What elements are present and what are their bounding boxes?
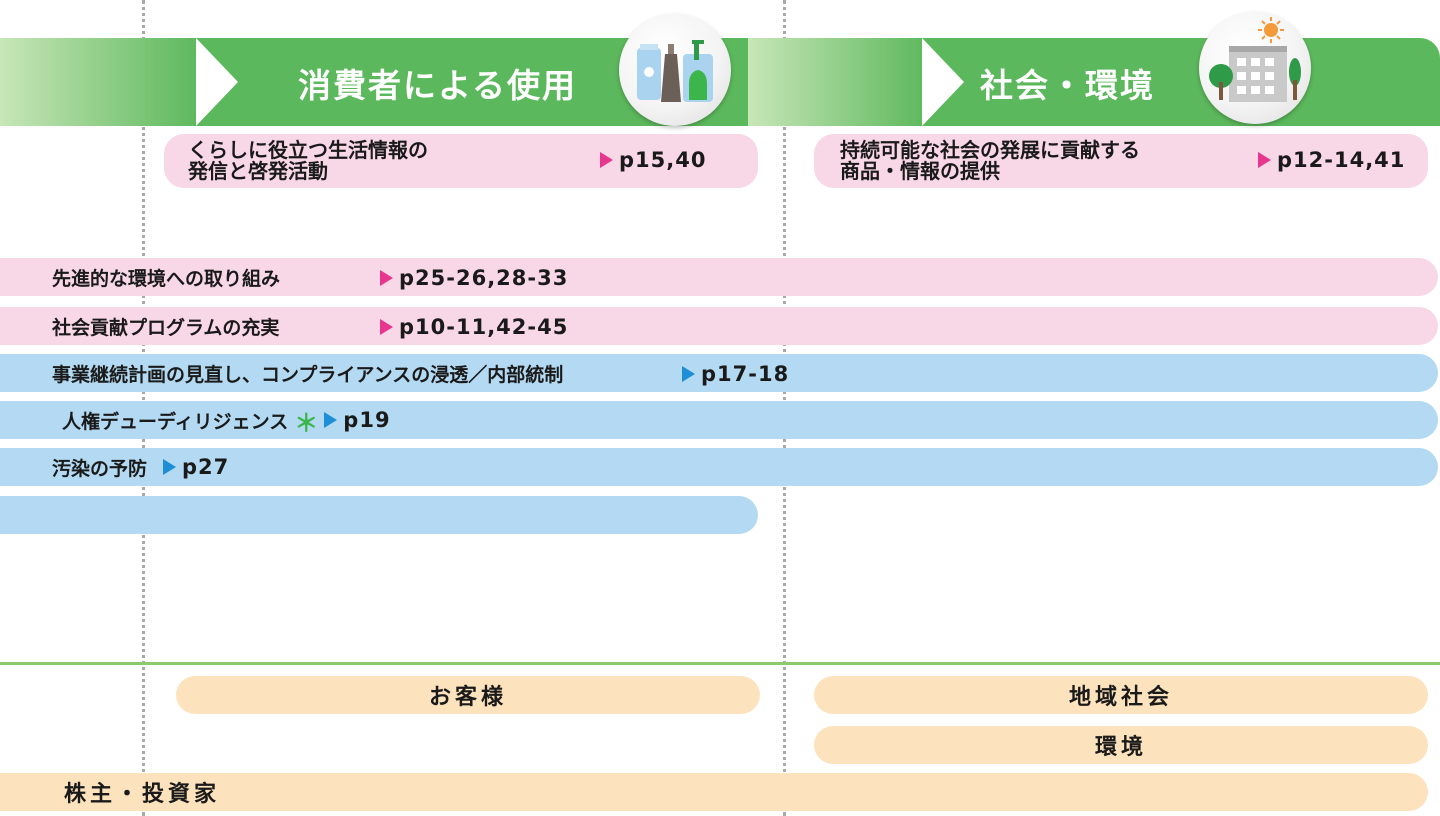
pink-triangle-icon [1258,152,1271,168]
pink-triangle-icon [600,152,613,168]
top-item-society-line1: 持続可能な社会の発展に貢献する [840,138,1140,162]
row-label: 事業継続計画の見直し、コンプライアンスの浸透／内部統制 [52,363,564,386]
row-label: 汚染の予防 [52,457,148,480]
blue-triangle-icon [163,459,177,475]
row-label: 先進的な環境への取り組み [52,267,281,290]
stakeholder-environment: 環境 [814,726,1428,764]
row-social-contribution: 社会貢献プログラムの充実 p10-11,42-45 [0,307,1438,345]
row-empty-bar [0,496,758,534]
page-ref-link[interactable]: p27 [163,455,229,479]
stakeholder-shareholders: 株主・投資家 [0,773,1428,811]
page-ref-text: p10-11,42-45 [399,315,569,339]
page-ref-text: p27 [182,455,230,479]
stakeholder-label: 株主・投資家 [64,782,221,807]
page-ref-link[interactable]: p17-18 [682,362,789,386]
blue-triangle-icon [682,366,695,382]
band-gradient-left [0,38,200,126]
arrow-head-left [196,38,238,126]
page-ref-text: p19 [343,408,391,432]
asterisk-note: ＊ [294,408,319,437]
page-ref-link[interactable]: p12-14,41 [1258,148,1405,172]
pink-triangle-icon [380,319,393,335]
arrow-head-right [922,38,964,126]
stage-title-society: 社会・環境 [980,66,1155,105]
stakeholder-separator [0,662,1440,665]
stakeholder-community: 地域社会 [814,676,1428,714]
stakeholder-label: お客様 [428,685,507,710]
row-environment-initiatives: 先進的な環境への取り組み p25-26,28-33 [0,258,1438,296]
top-item-consumer-line2: 発信と啓発活動 [188,159,328,183]
page-ref-text: p12-14,41 [1277,148,1406,172]
page-ref-link[interactable]: p19 [324,408,390,432]
row-label: 社会貢献プログラムの充実 [52,316,280,339]
row-business-continuity: 事業継続計画の見直し、コンプライアンスの浸透／内部統制 p17-18 [0,354,1438,392]
row-human-rights: 人権デューディリジェンス ＊ p19 [0,401,1438,439]
page-ref-link[interactable]: p15,40 [600,148,706,172]
page-ref-link[interactable]: p25-26,28-33 [380,266,568,290]
row-pollution-prevention: 汚染の予防 p27 [0,448,1438,486]
top-item-consumer-line1: くらしに役立つ生活情報の [188,138,428,162]
stakeholder-customers: お客様 [176,676,760,714]
band-gradient-middle [748,38,928,126]
page-ref-text: p17-18 [701,362,790,386]
page-ref-text: p15,40 [619,148,707,172]
row-label: 人権デューディリジェンス [62,410,289,433]
stakeholder-label: 地域社会 [1068,685,1173,710]
consumer-products-icon [619,14,731,126]
page-ref-text: p25-26,28-33 [399,266,569,290]
building-and-trees-icon [1199,12,1311,124]
top-item-consumer-info: くらしに役立つ生活情報の 発信と啓発活動 p15,40 [164,134,758,188]
top-item-society-line2: 商品・情報の提供 [840,159,1000,183]
stage-title-consumer: 消費者による使用 [298,66,578,105]
stakeholder-label: 環境 [1094,735,1147,760]
page-ref-link[interactable]: p10-11,42-45 [380,315,568,339]
pink-triangle-icon [380,270,393,286]
blue-triangle-icon [324,412,338,428]
top-item-society-products: 持続可能な社会の発展に貢献する 商品・情報の提供 p12-14,41 [814,134,1428,188]
